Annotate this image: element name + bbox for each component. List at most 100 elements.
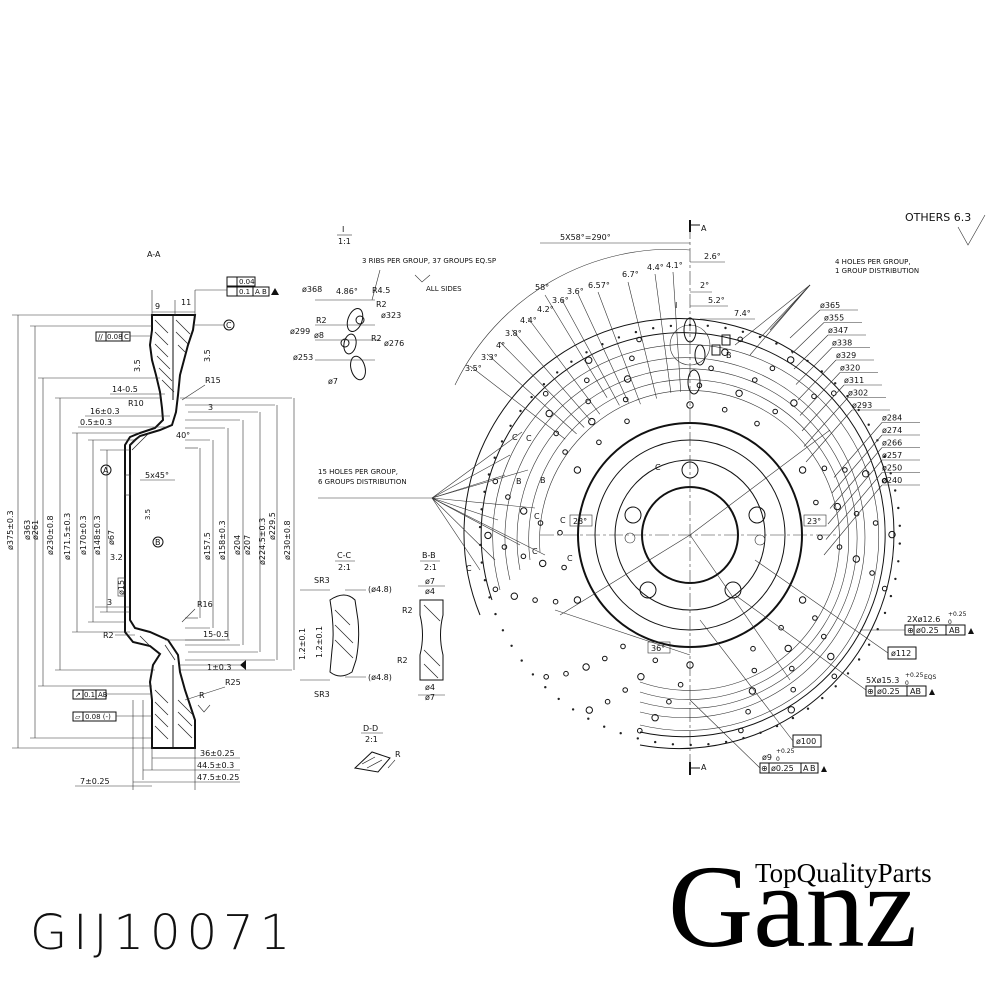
datum-c: C [226, 321, 232, 330]
section-cc-view: C-C 2:1 SR3 (ø4.8) 1.2±0.1 1.2±0.1 (ø4.8… [298, 551, 392, 699]
vane-dot [857, 658, 861, 661]
vane-dot [480, 561, 483, 564]
vane-dot [493, 456, 496, 459]
vane-dot [883, 455, 886, 458]
dim-d170: ø170±0.3 [79, 515, 88, 555]
drilled-hole [561, 564, 567, 571]
drilled-hole [622, 687, 629, 693]
dim-bb-d4-top: ø4 [425, 587, 435, 596]
dim-47-5: 47.5±0.25 [197, 773, 239, 782]
drilled-hole [584, 377, 590, 384]
section-cc-title: C-C [337, 551, 351, 560]
roughness-note: OTHERS 6.3 [905, 211, 986, 246]
diameter-leader [791, 322, 825, 354]
holes-4-note: 4 HOLES PER GROUP, 1 GROUP DISTRIBUTION [734, 258, 919, 356]
dim-d276: ø276 [384, 339, 404, 348]
right-diameter-labels: ø157.5 ø158±0.3 ø204 ø207 ø224.5±0.3 ø22… [203, 512, 292, 565]
vane-dot [706, 324, 709, 327]
vane-dot [570, 360, 573, 363]
dim-d15: ø15 [117, 580, 126, 595]
drilled-hole [798, 466, 807, 474]
angle-leader [511, 329, 591, 421]
gdt-frames-top: 0.04 0.1 A B // 0.08 C [95, 276, 279, 342]
dim-5x45: 5x45° [145, 471, 169, 480]
angle-leaders [469, 271, 681, 440]
dim-r25: R25 [225, 678, 241, 687]
svg-text:3.5: 3.5 [144, 509, 152, 520]
dim-d323: ø323 [381, 311, 401, 320]
diameter-label: ø284 [882, 414, 902, 423]
others-roughness: OTHERS 6.3 [905, 211, 971, 224]
vane-dot [669, 324, 673, 328]
vane-dot [652, 327, 655, 330]
vane-dot [603, 725, 606, 728]
drilled-hole [604, 698, 611, 705]
drilled-hole [651, 714, 659, 722]
dim-d8: ø8 [314, 331, 324, 340]
rib-slots [683, 317, 731, 395]
dim-3-2: 3.2 [110, 553, 123, 562]
angle-2-6: 2.6° [704, 252, 721, 261]
svg-text:AB: AB [949, 626, 960, 635]
holes15-line1: 15 HOLES PER GROUP, [318, 468, 398, 476]
drilled-hole [553, 430, 560, 437]
drilled-hole [751, 667, 758, 674]
drilled-hole [842, 467, 848, 473]
dim-r4-5: R4.5 [372, 286, 390, 295]
drilled-hole [542, 390, 549, 397]
svg-text:B: B [540, 476, 546, 485]
drilled-hole [798, 596, 807, 604]
angle-3-8: 3.8° [505, 329, 522, 338]
detail-i-scale: 1:1 [338, 237, 351, 246]
dim-bb-r2-bottom: R2 [397, 656, 408, 665]
vane-dot [557, 697, 560, 701]
dim-d230-left: ø230±0.8 [46, 515, 55, 555]
drilled-hole [872, 520, 879, 526]
vane-dot [587, 717, 590, 720]
dim-r2-mid: R2 [371, 334, 382, 343]
callout-d9: ø9 [762, 753, 772, 762]
drilled-hole [652, 657, 659, 664]
diameter-leader [797, 359, 837, 401]
left-diameter-labels: ø375±0.3 ø363 ø261 ø230±0.8 ø171.5±0.3 ø… [6, 510, 116, 560]
drilled-hole [831, 390, 837, 397]
vane-dot [654, 740, 657, 744]
dim-0-5: 0.5±0.3 [80, 418, 112, 427]
diameter-leader [829, 447, 883, 509]
vane-dot [889, 594, 893, 598]
tol-flatness-value: 0.04 [239, 278, 255, 286]
eqs-label: EQS [924, 674, 937, 681]
vane-dot [791, 350, 794, 353]
diameter-label: ø266 [882, 439, 902, 448]
dim-d261: ø261 [31, 520, 40, 540]
callout-9-datum-a: A [803, 764, 809, 773]
svg-text:B: B [726, 351, 732, 360]
drilled-hole [821, 465, 828, 472]
tol-runout-datum-a: A [255, 288, 260, 296]
drilled-hole [881, 585, 888, 592]
diameter-leader [789, 309, 821, 339]
dim-15: 15-0.5 [203, 630, 229, 639]
vane-dot [634, 330, 638, 334]
callout-2x-d12-6: 2Xø12.6 [907, 615, 940, 624]
dim-sr3-bottom: SR3 [314, 690, 330, 699]
drilled-hole [721, 348, 729, 356]
dim-d148: ø148±0.3 [93, 515, 102, 555]
callout-5x-d15-3: 5Xø15.3 [866, 676, 899, 685]
drilled-hole [789, 665, 795, 672]
svg-text:⊕: ⊕ [867, 687, 874, 696]
brand-logo-text: Ganz [668, 841, 917, 972]
drilled-hole [750, 645, 756, 652]
drilled-hole [708, 365, 714, 372]
section-aa-view: A-A [6, 250, 295, 790]
drilled-hole [562, 449, 568, 455]
vane-dot [821, 696, 824, 700]
vane-dot [707, 743, 710, 746]
drilled-hole [752, 377, 758, 383]
drilled-hole [813, 499, 819, 506]
angle-leader [499, 341, 585, 428]
dim-sr3-top: SR3 [314, 576, 330, 585]
diameter-label: ø250 [882, 464, 902, 473]
tol-bottom-flatness: 0.08 (-) [85, 713, 111, 721]
front-view: A A I C C C C C C C B B B C 5X58°=290° 5… [318, 220, 974, 775]
